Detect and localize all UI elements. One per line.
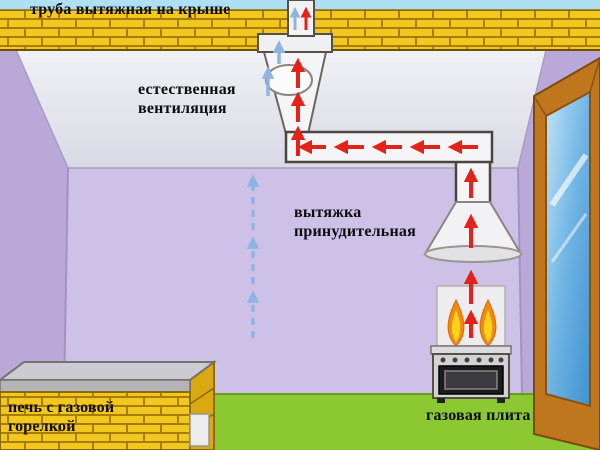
label-natural-vent-line1: естественная: [138, 81, 236, 98]
chimney-damper: [265, 64, 313, 96]
oven-window: [444, 370, 498, 390]
label-natural-vent: естественная вентиляция: [138, 80, 236, 118]
window: [533, 56, 600, 450]
label-gas-stove: газовая плита: [426, 407, 531, 424]
brick-furnace: [0, 360, 217, 450]
label-furnace-line2: горелкой: [8, 418, 76, 435]
forced-vent-arrows: [290, 6, 479, 338]
label-roof-pipe: труба вытяжная на крыше: [30, 1, 231, 18]
furnace-top: [0, 361, 217, 381]
label-furnace: печь с газовой горелкой: [8, 398, 114, 436]
flames: [447, 298, 497, 347]
label-furnace-line1: печь с газовой: [8, 399, 115, 416]
window-glass: [545, 90, 591, 408]
back-wall: [64, 168, 522, 396]
label-forced-vent: вытяжка принудительная: [294, 203, 416, 241]
cooktop: [430, 345, 512, 355]
stove-knobs: [440, 357, 504, 363]
label-forced-vent-line2: принудительная: [294, 223, 416, 240]
furnace-door: [189, 413, 210, 447]
roof-pipe: [287, 0, 315, 37]
label-forced-vent-line1: вытяжка: [294, 204, 362, 221]
natural-vent-arrows: [246, 6, 301, 338]
label-natural-vent-line2: вентиляция: [138, 100, 227, 117]
